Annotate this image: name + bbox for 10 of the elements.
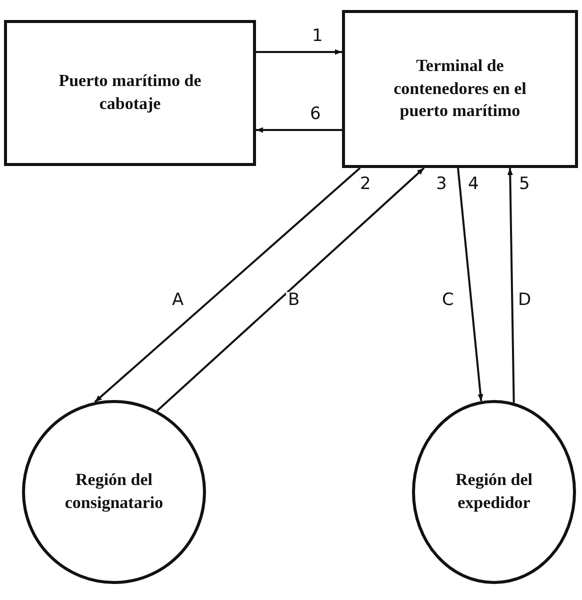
- arrow: [256, 127, 342, 133]
- arrow: [256, 49, 342, 55]
- arrow: [156, 167, 425, 412]
- region-circle: Región del consignatario: [22, 400, 206, 584]
- region-circle: Región del expedidor: [412, 400, 576, 584]
- process-box: Puerto marítimo de cabotaje: [4, 20, 256, 166]
- arrow: [94, 167, 361, 403]
- arrow: [457, 168, 484, 402]
- arrow: [507, 168, 515, 403]
- process-box: Terminal de contenedores en el puerto marítimo: [342, 10, 578, 168]
